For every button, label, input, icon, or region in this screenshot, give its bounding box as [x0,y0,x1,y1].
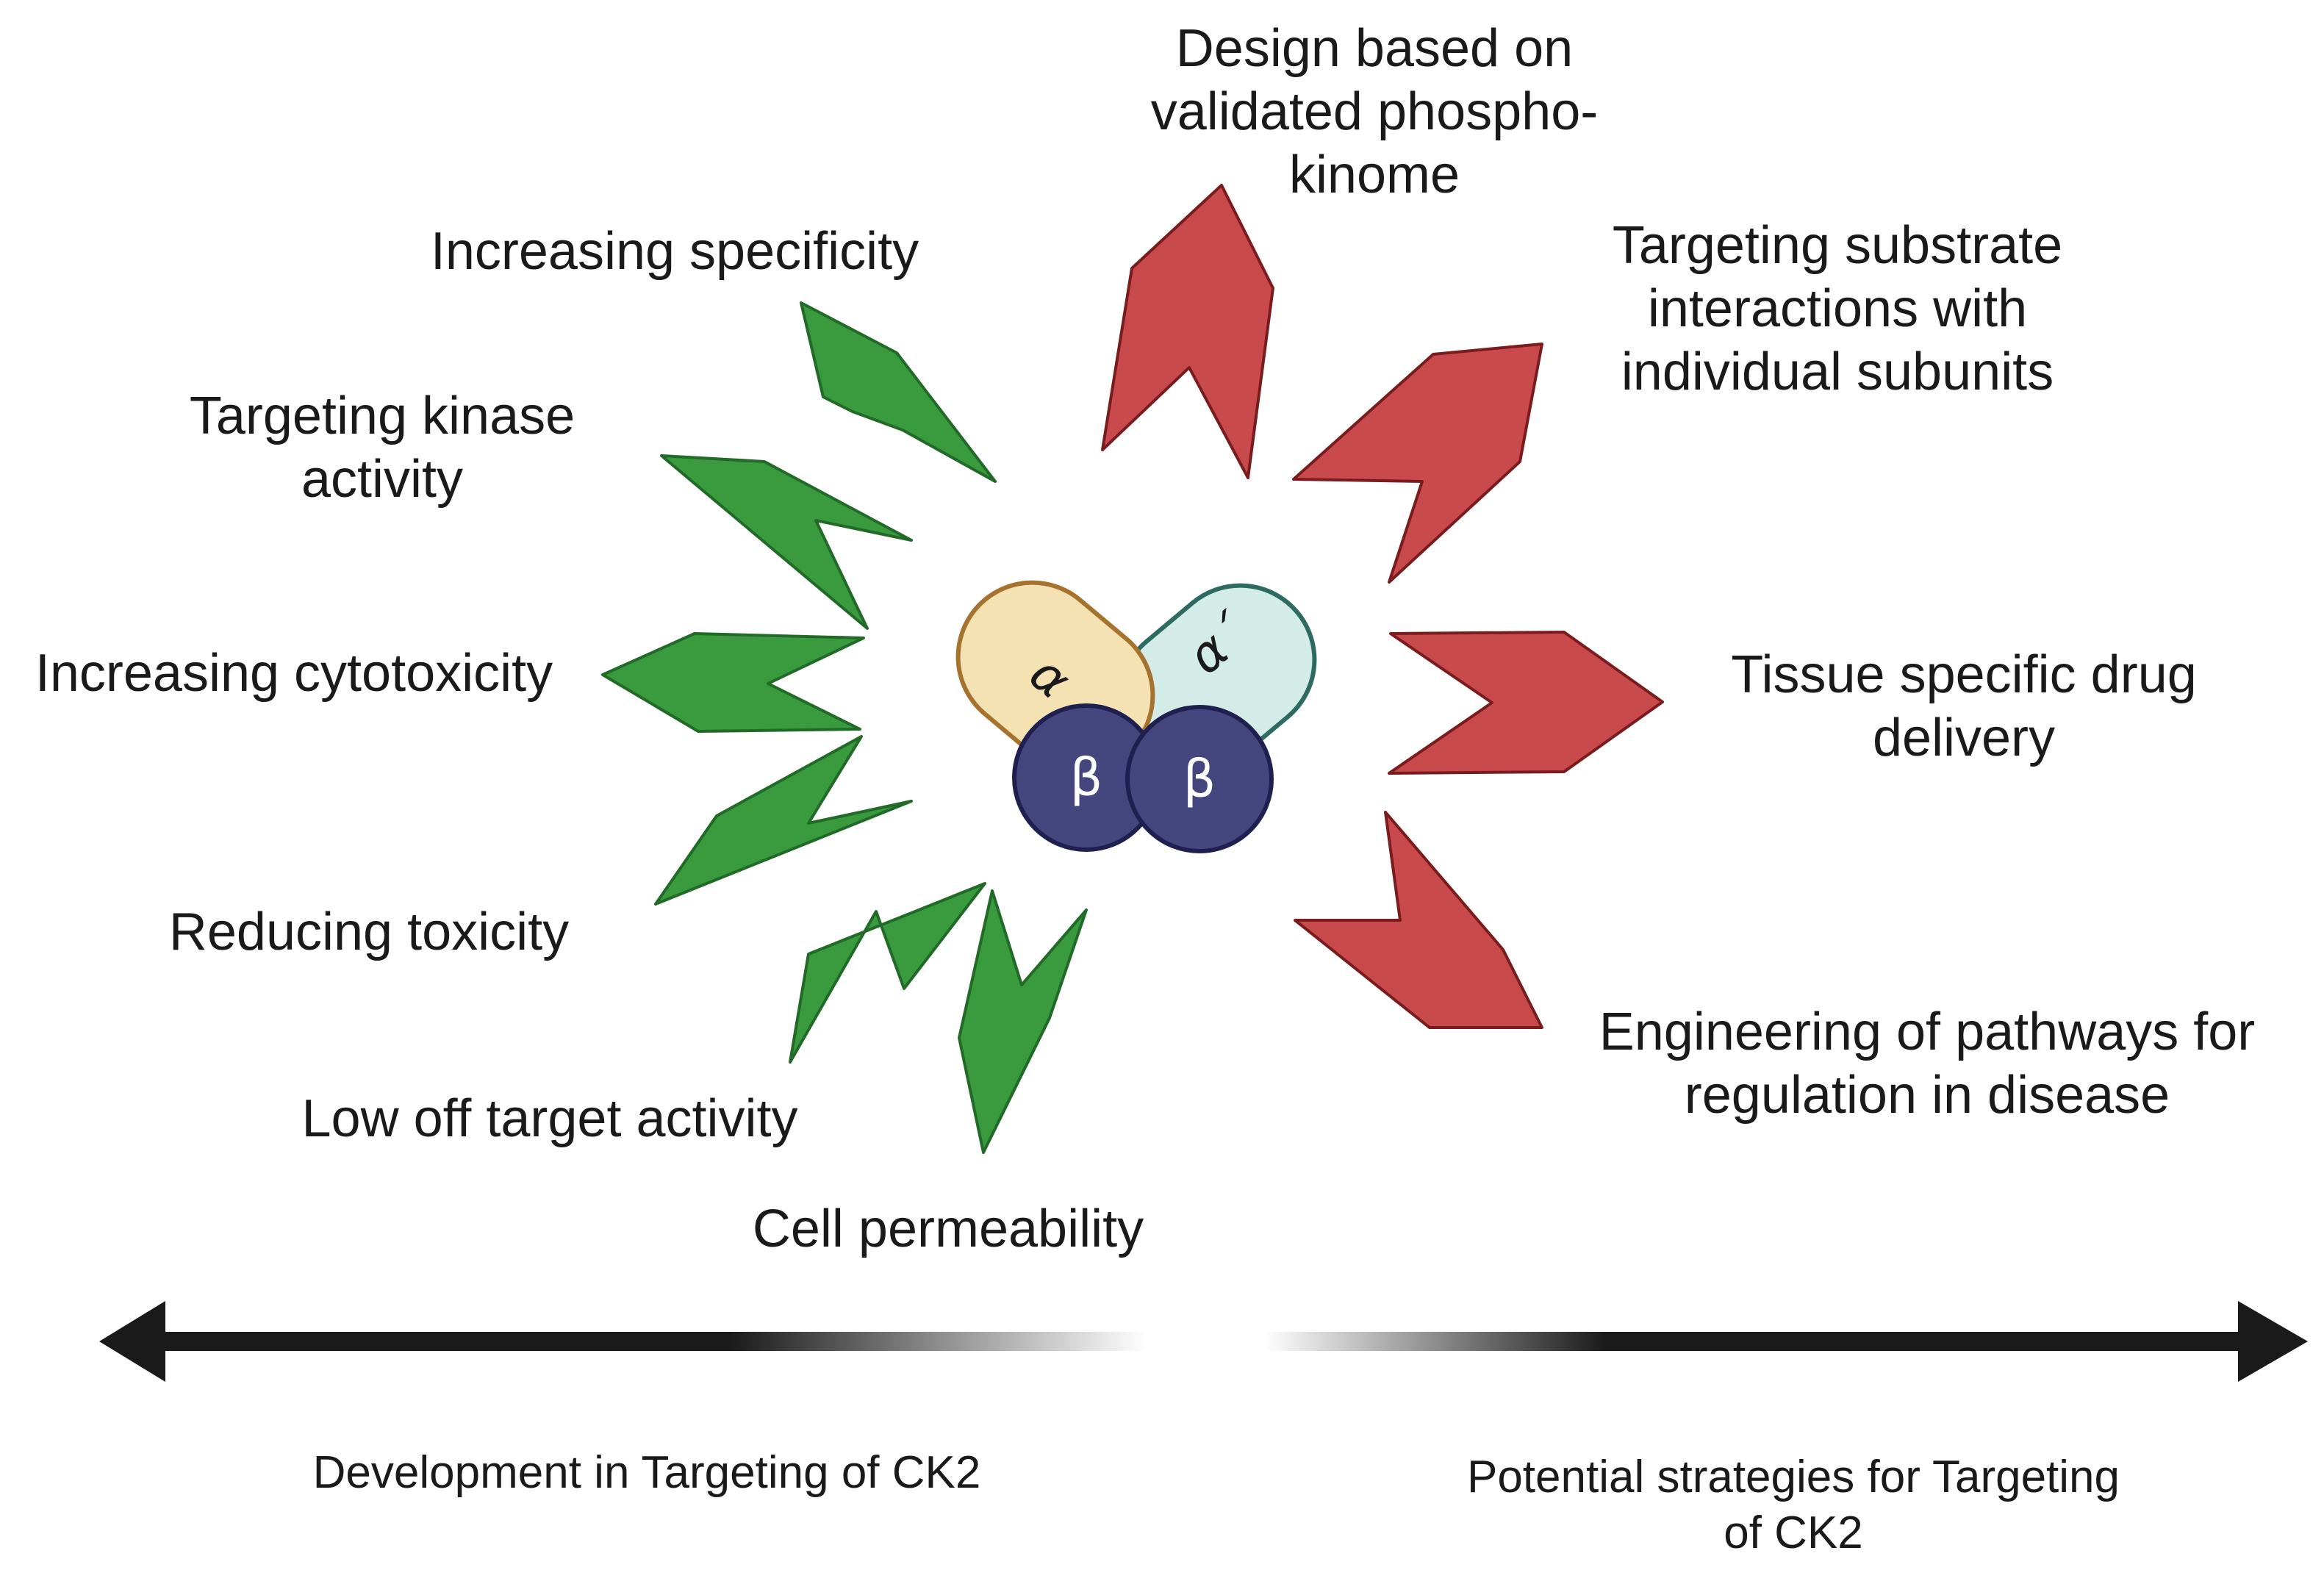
axis-left-bar [147,1332,1154,1351]
label-cell-permeability: Cell permeability [753,1200,1144,1258]
label-line: kinome [1289,146,1460,204]
chevron-tissue-specific [1388,631,1664,775]
label-line: Increasing cytotoxicity [35,644,553,703]
chevron-increasing-specificity [800,301,997,483]
chevron-reducing-toxicity [654,735,913,906]
label-line: Low off target activity [302,1089,798,1148]
chevron-cell-permeability [958,889,1088,1154]
label-line: validated phospho- [1151,82,1598,141]
label-reducing-toxicity: Reducing toxicity [169,903,569,961]
label-line: Potential strategies for Targeting [1467,1452,2120,1502]
chevron-increasing-cytotoxicity [601,632,865,733]
caption-potential-strategies: Potential strategies for Targeting of CK2 [1467,1452,2120,1558]
label-line: Cell permeability [753,1200,1144,1258]
beta-left-label: β [1070,748,1103,808]
label-line: individual subunits [1621,343,2054,401]
label-line: activity [301,450,463,509]
label-line: Tissue specific drug [1731,645,2197,704]
label-line: Design based on [1176,19,1573,78]
label-increasing-specificity: Increasing specificity [431,222,919,281]
label-line: Reducing toxicity [169,903,569,961]
chevron-design-phosphokinome [1101,184,1274,479]
bidirectional-axis [99,1301,2308,1382]
label-line: of CK2 [1724,1508,1863,1558]
ck2-holoenzyme: α α´ β β [955,580,1317,853]
label-increasing-cytotoxicity: Increasing cytotoxicity [35,644,553,703]
red-chevrons [1101,184,1664,1029]
label-line: Targeting substrate [1613,216,2062,275]
chevron-low-off-target-activity [789,882,986,1064]
beta-right-label: β [1183,749,1216,809]
label-line: interactions with [1648,279,2027,338]
beta-subunit-right [1125,705,1274,853]
arrowhead-right-icon [2238,1301,2308,1382]
label-low-off-target-activity: Low off target activity [302,1089,798,1148]
axis-captions: Development in Targeting of CK2 Potentia… [313,1447,2120,1558]
label-line: regulation in disease [1685,1066,2170,1125]
chevron-engineering-pathways [1294,811,1543,1029]
green-chevrons [601,301,1088,1154]
label-line: Engineering of pathways for [1599,1003,2256,1061]
label-line: Targeting kinase [190,387,575,445]
chevron-targeting-kinase-activity [660,454,913,630]
caption-development: Development in Targeting of CK2 [313,1447,981,1498]
label-line: Development in Targeting of CK2 [313,1447,981,1498]
label-line: delivery [1873,709,2055,767]
arrowhead-left-icon [99,1301,165,1382]
chevron-targeting-substrate [1292,343,1543,584]
axis-right-bar [1264,1332,2242,1351]
label-line: Increasing specificity [431,222,919,281]
